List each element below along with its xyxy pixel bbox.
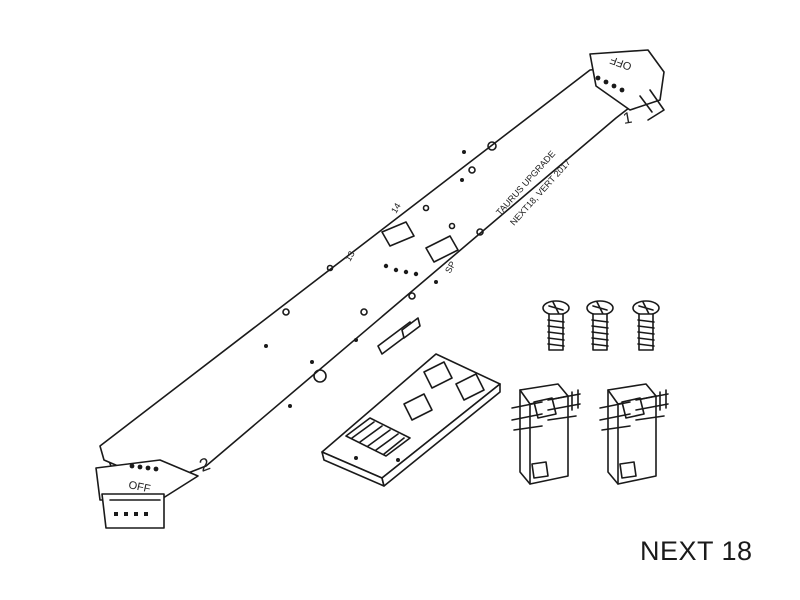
label-13: 13 bbox=[343, 249, 357, 263]
screw-1 bbox=[542, 300, 570, 351]
board-number-1: 1 bbox=[622, 110, 634, 128]
switch-sp bbox=[425, 235, 459, 263]
product-caption: NEXT 18 bbox=[640, 536, 753, 566]
label-14: 14 bbox=[389, 201, 403, 215]
screw-3 bbox=[632, 300, 660, 351]
connector-module-1 bbox=[511, 383, 581, 485]
switch-14 bbox=[381, 221, 415, 247]
small-module-board bbox=[321, 353, 501, 487]
main-circuit-board: OFF 1 OFF 2 14 13 SP TAURUS UPGRADE NEXT… bbox=[95, 49, 665, 529]
connector-module-2 bbox=[599, 383, 669, 485]
off-label-bottom: OFF bbox=[127, 479, 151, 495]
screw-2 bbox=[586, 300, 614, 351]
